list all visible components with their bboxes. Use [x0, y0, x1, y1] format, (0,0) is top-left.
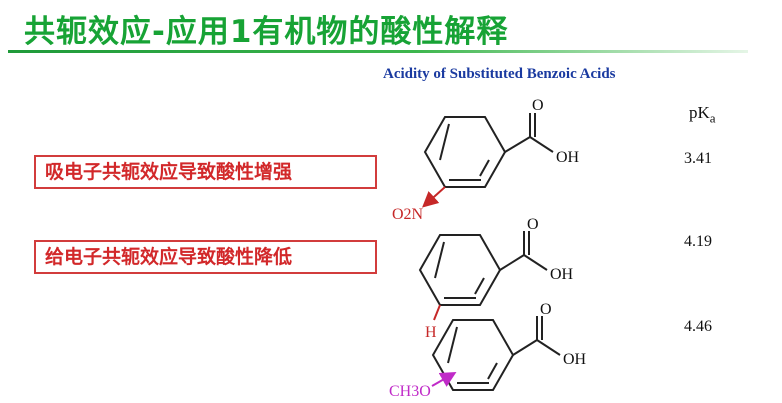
molecule-methoxybenzoic-acid — [431, 316, 561, 391]
substituent-nitro: O2N — [392, 206, 424, 223]
hydroxyl-1: OH — [556, 149, 580, 166]
callout-electron-donating: 给电子共轭效应导致酸性降低 — [34, 240, 377, 274]
carbonyl-oxygen-3: O — [540, 301, 552, 318]
substituent-hydrogen: H — [425, 324, 437, 341]
substituent-methoxy: CH3O — [389, 383, 431, 400]
arrow-nitro — [422, 186, 446, 208]
arrow-methoxy — [431, 372, 457, 387]
molecule-nitrobenzoic-acid — [423, 113, 554, 188]
carbonyl-oxygen-2: O — [527, 216, 539, 233]
page-title: 共轭效应-应用1有机物的酸性解释 — [24, 14, 509, 50]
pka-value-methoxy: 4.46 — [684, 318, 712, 335]
title-underline — [8, 50, 748, 53]
bond-hydrogen — [433, 304, 441, 321]
slide-subtitle: Acidity of Substituted Benzoic Acids — [383, 66, 616, 82]
pka-value-nitro: 3.41 — [684, 150, 712, 167]
hydroxyl-2: OH — [550, 266, 574, 283]
hydroxyl-3: OH — [563, 351, 587, 368]
pka-value-unsubstituted: 4.19 — [684, 233, 712, 250]
molecule-benzoic-acid — [418, 231, 548, 306]
pka-column-header: pKa — [689, 103, 716, 126]
carbonyl-oxygen-1: O — [532, 97, 544, 114]
callout-electron-withdrawing: 吸电子共轭效应导致酸性增强 — [34, 155, 377, 189]
